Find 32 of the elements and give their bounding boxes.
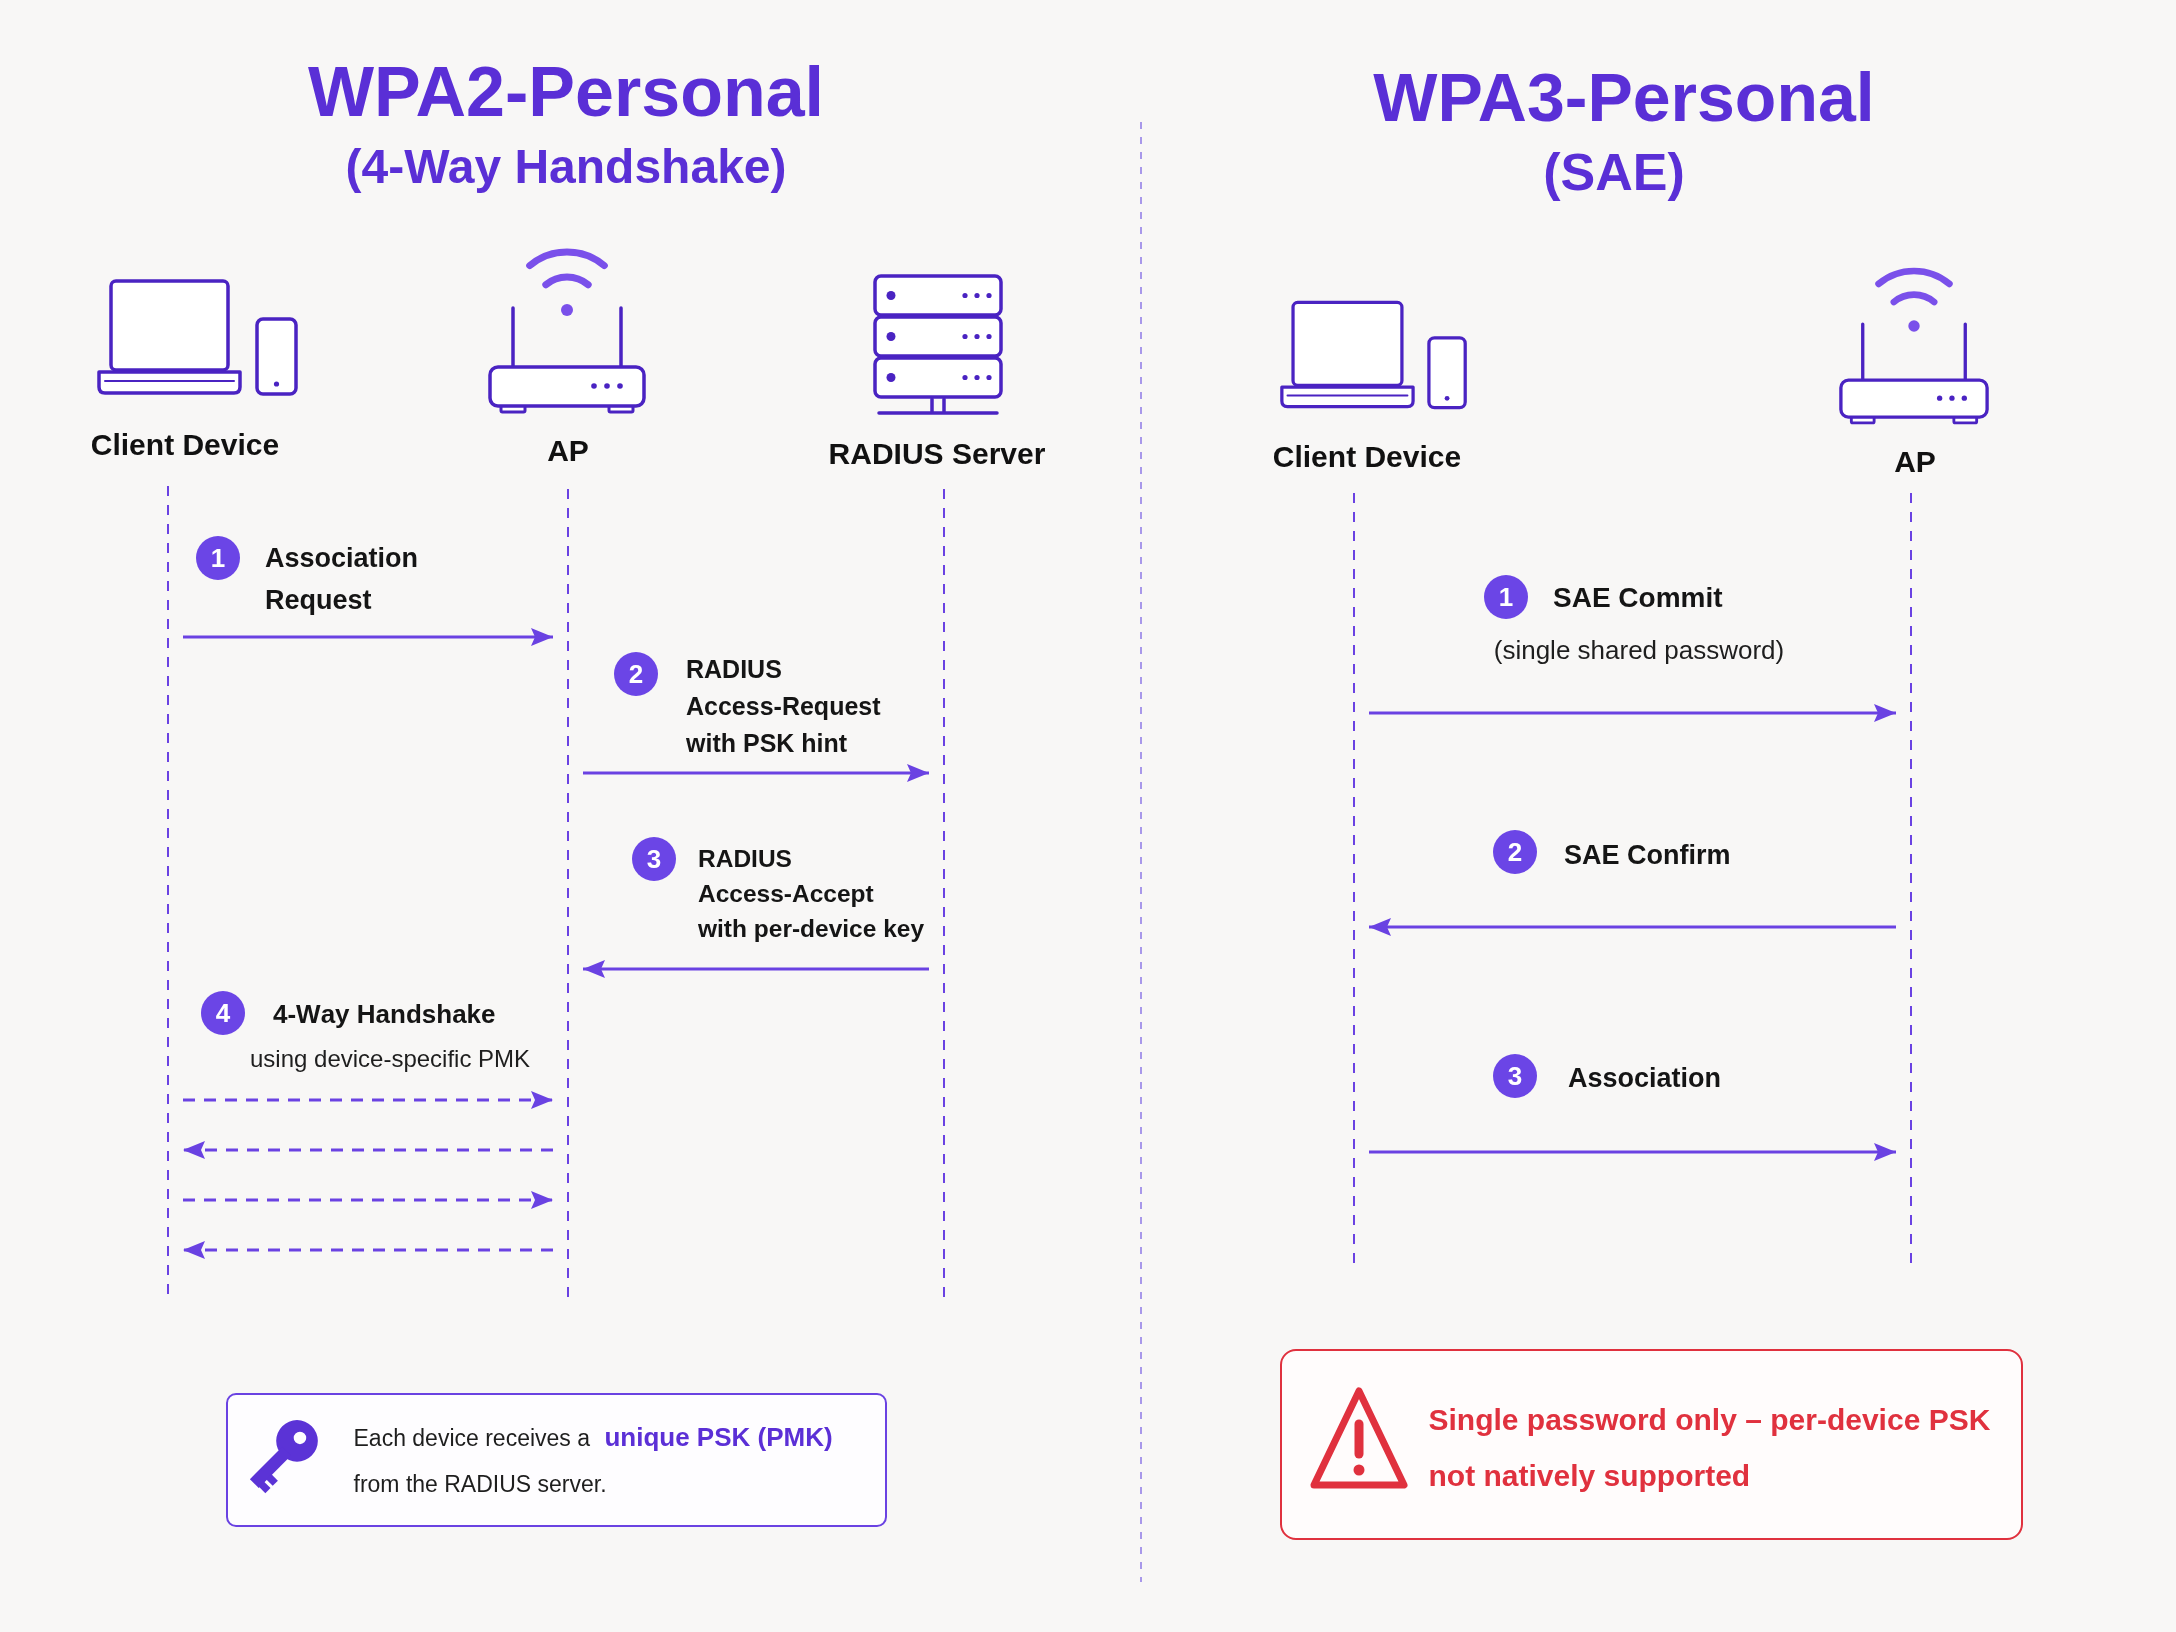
info-note (226, 1393, 887, 1527)
step-number: 3 (1493, 1054, 1537, 1098)
section-subtitle: (4-Way Handshake) (345, 139, 787, 195)
participant-label: AP (547, 433, 589, 469)
arrow (1369, 704, 1896, 722)
participant-label: AP (1894, 444, 1936, 480)
warning-note (1280, 1349, 2023, 1540)
section-title: WPA2-Personal (308, 51, 824, 133)
participant-label: RADIUS Server (828, 436, 1046, 472)
participant-label: Client Device (90, 427, 280, 463)
dashed-arrow (183, 1091, 553, 1109)
section-title: WPA3-Personal (1373, 57, 1875, 137)
arrow (1369, 918, 1896, 936)
message-detail: (single shared password) (1493, 634, 1785, 668)
message-detail: using device-specific PMK (250, 1044, 531, 1075)
dashed-arrow (183, 1241, 553, 1259)
section-subtitle: (SAE) (1543, 143, 1685, 203)
dashed-arrow (183, 1141, 553, 1159)
arrow (183, 628, 553, 646)
step-number: 2 (1493, 830, 1537, 874)
step-number: 4 (201, 991, 245, 1035)
dashed-arrow (183, 1191, 553, 1209)
warning-text: Single password only – per-device PSK not natively supported (1428, 1401, 1992, 1494)
step-number: 1 (196, 536, 240, 580)
step-number: 3 (632, 837, 676, 881)
arrow (583, 960, 929, 978)
step-number: 2 (614, 652, 658, 696)
step-number: 1 (1484, 575, 1528, 619)
participant-label: Client Device (1272, 439, 1462, 475)
arrow (583, 764, 929, 782)
arrow (1369, 1143, 1896, 1161)
note-text: Each device receives a unique PSK (PMK) from the RADIUS server. (353, 1420, 834, 1499)
